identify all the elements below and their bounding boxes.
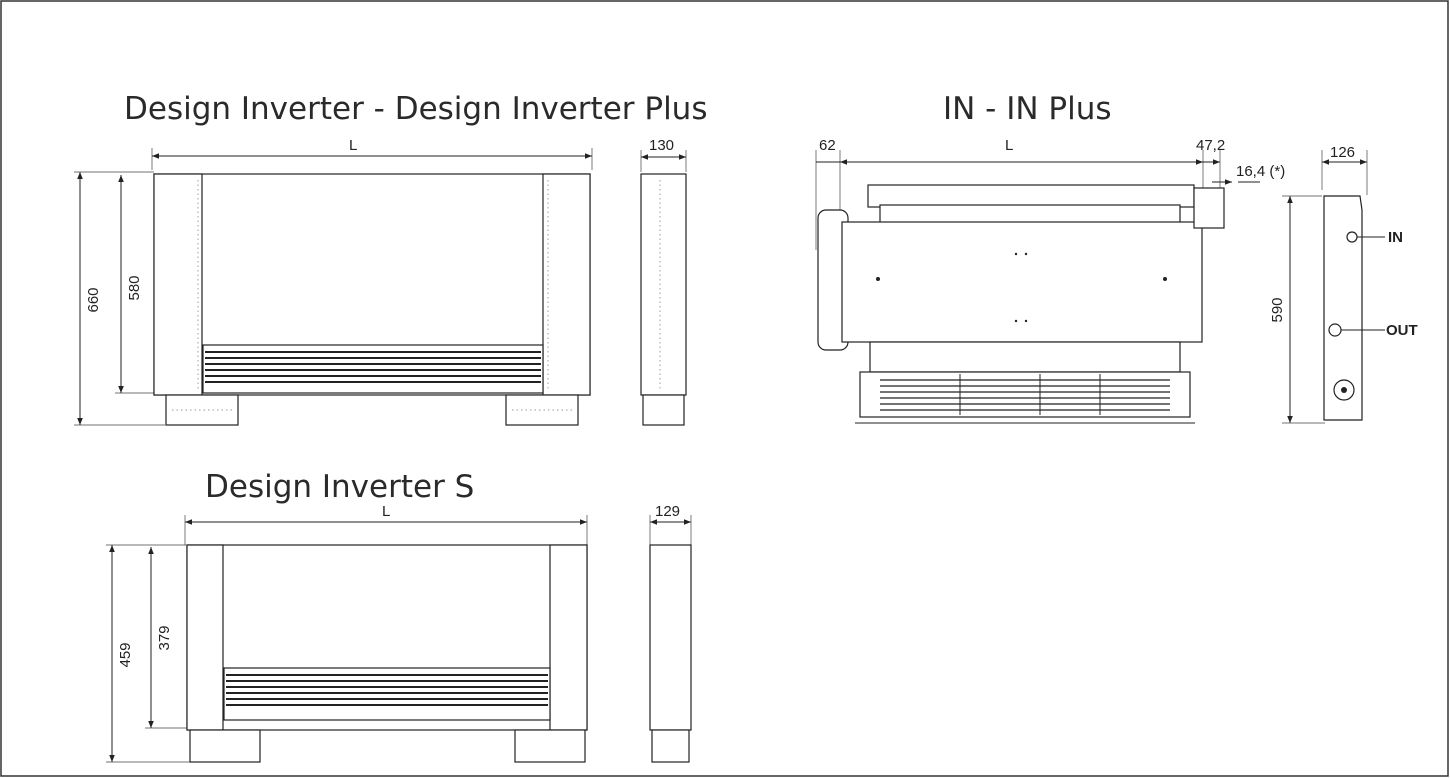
design-inverter-s-total-height: 459 — [117, 642, 134, 667]
in-plus-title: IN - IN Plus — [943, 91, 1112, 127]
design-inverter-length-label: L — [349, 137, 357, 154]
in-connection-label: IN — [1388, 229, 1403, 246]
design-inverter-title: Design Inverter - Design Inverter Plus — [124, 91, 707, 127]
in-plus-pipe-offset: 16,4 (*) — [1236, 163, 1285, 180]
in-plus-side-view: 126 590 IN OUT — [1269, 144, 1418, 424]
in-plus-left-offset: 62 — [819, 137, 836, 154]
design-inverter-s-length-label: L — [382, 503, 390, 520]
design-inverter-depth: 130 — [649, 137, 674, 154]
design-inverter-s-title: Design Inverter S — [205, 469, 474, 505]
in-plus-height: 590 — [1269, 297, 1286, 322]
out-connection-label: OUT — [1386, 322, 1418, 339]
in-plus-depth: 126 — [1330, 144, 1355, 161]
design-inverter-side-view: 130 — [640, 137, 687, 426]
design-inverter-front-view: Design Inverter - Design Inverter Plus L… — [74, 91, 707, 426]
design-inverter-s-body-height: 379 — [156, 625, 173, 650]
design-inverter-s-front-view: Design Inverter S L 459 379 — [106, 469, 588, 763]
in-plus-front-view: IN - IN Plus 62 L 47,2 16,4 (*) — [815, 91, 1285, 424]
in-plus-length-label: L — [1005, 137, 1013, 154]
design-inverter-s-side-view: 129 — [649, 503, 692, 763]
design-inverter-total-height: 660 — [85, 287, 102, 312]
in-plus-right-offset: 47,2 — [1196, 137, 1225, 154]
design-inverter-body-height: 580 — [126, 275, 143, 300]
design-inverter-s-depth: 129 — [655, 503, 680, 520]
